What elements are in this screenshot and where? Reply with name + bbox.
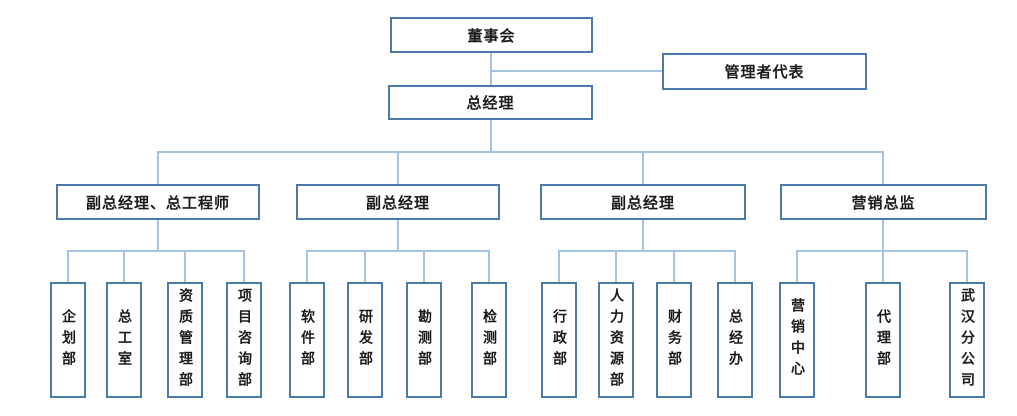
connector-drop-child — [423, 250, 425, 282]
connector-drop-branch-4 — [882, 151, 884, 184]
connector-drop-child — [67, 250, 69, 282]
box-label: 营销中心 — [789, 298, 805, 382]
box-marketing-director: 营销总监 — [780, 184, 987, 220]
box-label: 勘测部 — [416, 308, 432, 372]
connector-drop-branch-2 — [397, 151, 399, 184]
box-label: 董事会 — [467, 26, 516, 45]
box-gm-office: 总经办 — [717, 282, 753, 398]
connector-branch2-rail — [306, 250, 490, 252]
connector-branch1-down — [157, 220, 159, 251]
box-label: 资质管理部 — [177, 287, 193, 393]
box-label: 研发部 — [357, 308, 373, 372]
box-label: 行政部 — [551, 308, 567, 372]
connector-level2-rail — [157, 151, 884, 153]
box-label: 代理部 — [875, 308, 891, 372]
connector-drop-child — [734, 250, 736, 282]
box-qualification-management-dept: 资质管理部 — [167, 282, 203, 398]
box-label: 营销总监 — [851, 193, 916, 212]
box-label: 项目咨询部 — [236, 287, 252, 393]
box-label: 财务部 — [666, 308, 682, 372]
box-hr-dept: 人力资源部 — [598, 282, 634, 398]
connector-drop-child — [882, 250, 884, 282]
box-agency-dept: 代理部 — [865, 282, 901, 398]
box-label: 副总经理、总工程师 — [85, 193, 230, 212]
box-label: 检测部 — [481, 308, 497, 372]
box-planning-dept: 企划部 — [50, 282, 86, 398]
connector-branch4-down — [882, 220, 884, 251]
box-software-dept: 软件部 — [289, 282, 325, 398]
connector-drop-child — [243, 250, 245, 282]
box-management-representative: 管理者代表 — [662, 53, 867, 90]
box-admin-dept: 行政部 — [541, 282, 577, 398]
box-board-of-directors: 董事会 — [390, 17, 593, 53]
box-label: 副总经理 — [365, 193, 430, 212]
box-general-manager: 总经理 — [388, 85, 593, 120]
box-label: 总经办 — [727, 308, 743, 372]
box-label: 人力资源部 — [608, 287, 624, 393]
box-rd-dept: 研发部 — [347, 282, 383, 398]
box-label: 软件部 — [299, 308, 315, 372]
connector-drop-child — [558, 250, 560, 282]
box-label: 企划部 — [60, 308, 76, 372]
connector-branch3-down — [642, 220, 644, 251]
connector-to-management-rep — [491, 70, 662, 72]
box-project-consulting-dept: 项目咨询部 — [226, 282, 262, 398]
box-label: 副总经理 — [610, 193, 675, 212]
connector-drop-child — [966, 250, 968, 282]
box-chief-engineer-office: 总工室 — [106, 282, 142, 398]
connector-branch2-down — [397, 220, 399, 251]
box-label: 总工室 — [116, 308, 132, 372]
box-finance-dept: 财务部 — [656, 282, 692, 398]
connector-drop-child — [306, 250, 308, 282]
connector-branch3-rail — [558, 250, 736, 252]
connector-board-to-gm — [490, 53, 492, 85]
box-deputy-gm-chief-engineer: 副总经理、总工程师 — [56, 184, 260, 220]
box-label: 管理者代表 — [724, 63, 805, 81]
box-wuhan-branch: 武汉分公司 — [949, 282, 985, 398]
connector-drop-child — [796, 250, 798, 282]
box-survey-dept: 勘测部 — [406, 282, 442, 398]
box-marketing-center: 营销中心 — [779, 282, 815, 398]
connector-drop-branch-1 — [157, 151, 159, 184]
connector-drop-child — [615, 250, 617, 282]
box-label: 武汉分公司 — [959, 287, 975, 393]
connector-branch1-rail — [67, 250, 245, 252]
connector-drop-child — [488, 250, 490, 282]
connector-drop-child — [184, 250, 186, 282]
connector-drop-child — [123, 250, 125, 282]
box-testing-dept: 检测部 — [471, 282, 507, 398]
connector-drop-child — [673, 250, 675, 282]
box-deputy-gm-2: 副总经理 — [296, 184, 500, 220]
connector-gm-down — [490, 120, 492, 153]
box-label: 总经理 — [466, 94, 515, 112]
connector-drop-branch-3 — [642, 151, 644, 184]
connector-drop-child — [364, 250, 366, 282]
box-deputy-gm-3: 副总经理 — [540, 184, 746, 220]
